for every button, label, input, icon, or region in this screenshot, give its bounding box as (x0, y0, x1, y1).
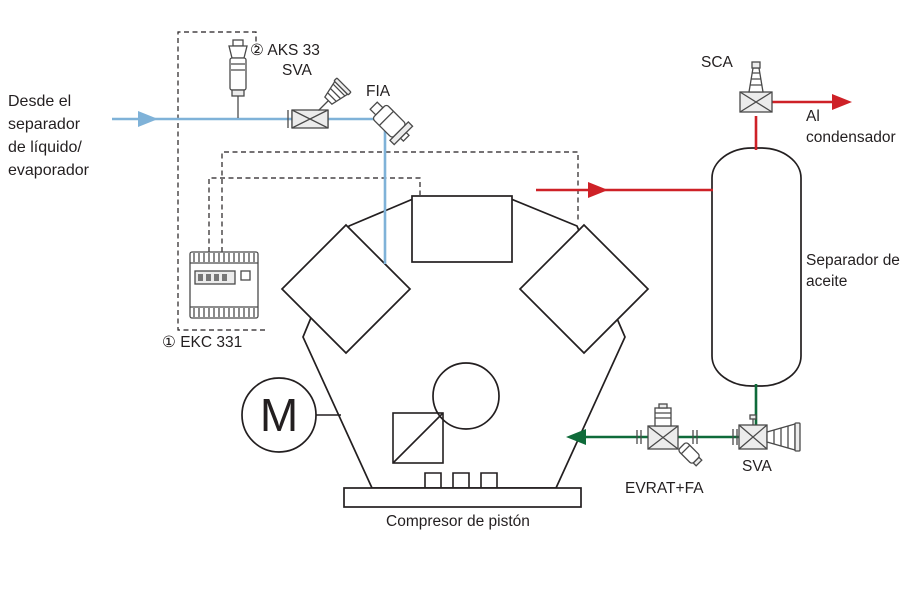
to-condenser-line2: condensador (806, 129, 896, 146)
base-plate (343, 487, 582, 508)
sva-valve-top-icon (287, 77, 352, 129)
aks33-label: ② AKS 33 (250, 40, 320, 61)
discharge-flow-arrow (588, 182, 608, 198)
control-wiring-dashed (177, 31, 579, 331)
fia-filter-icon (369, 101, 414, 146)
motor-icon (241, 377, 317, 453)
evrat-fa-valve-icon (636, 403, 703, 467)
to-condenser-line1: Al (806, 108, 820, 125)
discharge-line (536, 100, 836, 192)
sva-bottom-label: SVA (742, 458, 772, 475)
to-condenser-label: Al condensador (806, 106, 896, 148)
oil-return-arrow (566, 429, 586, 445)
pump-square-diagonal (392, 412, 444, 464)
source-label-line2: separador (8, 116, 81, 133)
pump-square (392, 412, 444, 464)
ekc331-label: ① EKC 331 (162, 332, 242, 353)
to-condenser-arrow (832, 94, 852, 110)
top-cylinder-head (411, 195, 513, 263)
crankshaft-circle (432, 362, 500, 430)
base-castellation (424, 472, 498, 488)
piston-compressor-body: M (241, 195, 650, 508)
oil-separator-line2: aceite (806, 273, 848, 290)
ekc331-controller-icon (189, 251, 259, 319)
source-label-line3: de líquido/ (8, 139, 82, 156)
left-cylinder-head (280, 223, 412, 355)
ekc331-index-badge: ① (162, 334, 176, 351)
motor-label: M (260, 389, 298, 441)
sva-top-label: SVA (282, 62, 312, 79)
source-label-line4: evaporador (8, 162, 89, 179)
right-cylinder-head (518, 223, 650, 355)
wire-to-unloader-1 (208, 177, 421, 252)
sca-label: SCA (701, 54, 733, 71)
wire-to-aks33 (177, 31, 265, 331)
fia-label: FIA (366, 83, 391, 100)
ekc331-label-text: EKC 331 (180, 334, 243, 351)
evrat-fa-label: EVRAT+FA (625, 480, 704, 497)
sca-valve-icon (739, 61, 773, 113)
oil-separator-label: Separador de aceite (806, 250, 900, 292)
aks33-label-text: AKS 33 (267, 42, 320, 59)
source-label-line1: Desde el (8, 93, 72, 110)
oil-separator-line1: Separador de (806, 252, 900, 269)
pipes (112, 94, 852, 445)
compressor-label: Compresor de pistón (386, 513, 530, 530)
aks33-index-badge: ② (250, 42, 264, 59)
aks33-sensor-icon (228, 39, 248, 118)
oil-separator-vessel (711, 147, 802, 387)
fa-filter-icon (678, 442, 703, 467)
source-label: Desde el separador de líquido/ evaporado… (8, 90, 89, 182)
suction-flow-arrow (138, 111, 158, 127)
sva-valve-bottom-icon (732, 414, 801, 452)
